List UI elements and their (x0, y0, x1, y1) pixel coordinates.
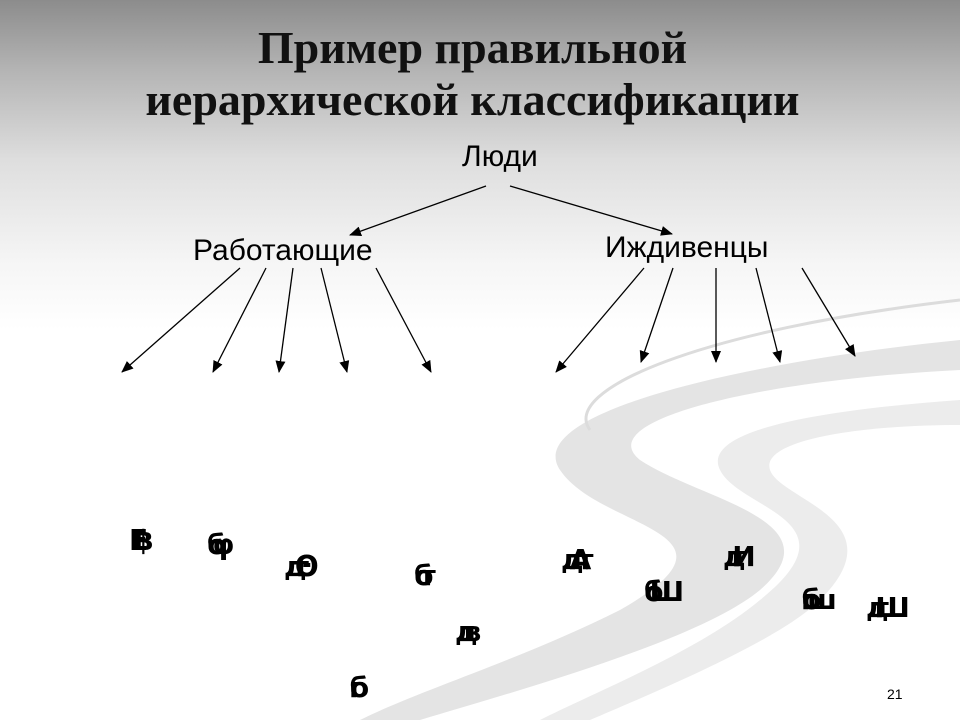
garbled-leaf-4: бт (414, 559, 435, 592)
arrow-root-to-working (349, 185, 487, 236)
garbled-leaf-9: дгИ (723, 540, 755, 573)
arrow-working-1 (121, 267, 241, 373)
swoosh-line (584, 298, 960, 431)
garbled-leaf-2: бφ (207, 528, 235, 561)
title-line-2: иерархической классификации (145, 74, 800, 125)
arrow-working-4 (320, 267, 350, 373)
slide-title: Пример правильной иерархической классифи… (0, 22, 945, 126)
garbled-leaf-1: Ε฿ (129, 524, 153, 557)
node-people: Люди (462, 140, 538, 173)
garbled-leaf-7: дАт (561, 543, 593, 576)
swoosh-band-outer (360, 340, 960, 720)
arrow-working-5 (375, 267, 432, 373)
garbled-leaf-11: дгШ (866, 591, 910, 624)
title-line-1: Пример правильной (257, 22, 688, 73)
swoosh-band-inner (540, 400, 960, 720)
arrow-dependents-2 (639, 267, 674, 363)
arrow-dependents-1 (555, 267, 645, 373)
arrow-working-2 (212, 267, 267, 373)
garbled-leaf-8: бШ (644, 575, 684, 608)
garbled-leaf-10: гбш (801, 583, 837, 616)
garbled-leaf-6: гб (349, 671, 370, 704)
arrow-dependents-5 (801, 267, 856, 357)
garbled-leaf-5: дв (455, 615, 482, 648)
arrow-dependents-4 (755, 267, 783, 363)
garbled-leaf-3: дтΘ (284, 550, 318, 583)
node-working: Работающие (193, 234, 373, 267)
arrow-working-3 (275, 267, 294, 373)
node-dependents: Иждивенцы (605, 231, 769, 264)
arrow-root-to-dependents (509, 185, 673, 236)
page-number: 21 (887, 686, 903, 702)
